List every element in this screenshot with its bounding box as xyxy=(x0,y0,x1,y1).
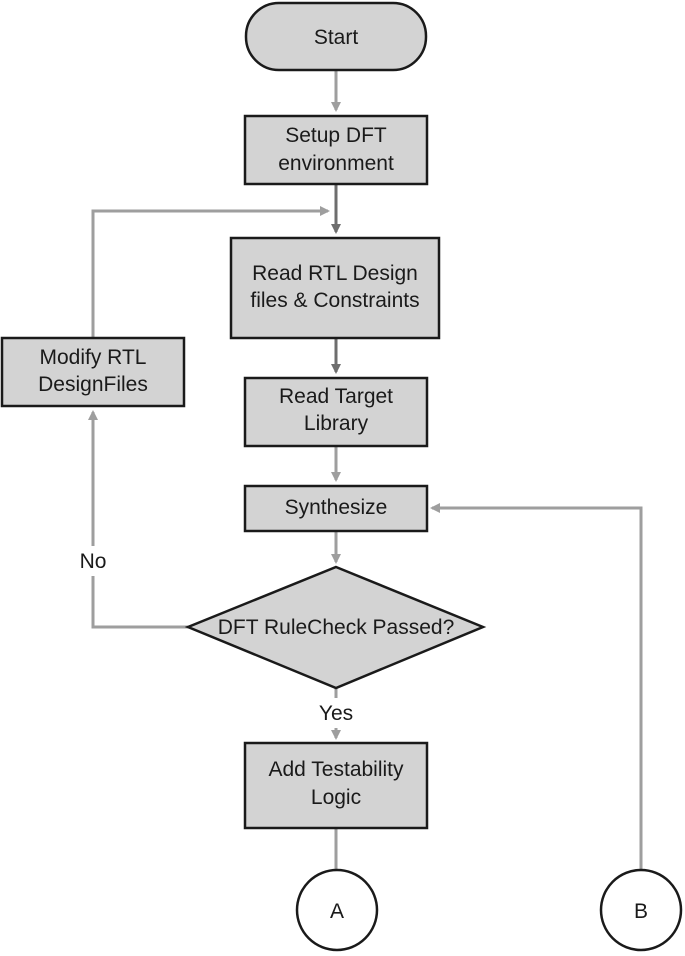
edge-decision-no-to-modify xyxy=(88,410,190,629)
setup-dft-label-line2: environment xyxy=(278,152,394,175)
read-lib-label-line2: Library xyxy=(304,412,369,435)
setup-dft-box xyxy=(243,114,429,186)
read-rtl-label-line1: Read RTL Design xyxy=(252,262,418,285)
dft-rulecheck-decision xyxy=(184,565,487,690)
connector-a xyxy=(295,868,379,952)
edge-modify-to-readrtl xyxy=(91,206,330,338)
connector-a-label: A xyxy=(330,900,344,923)
connector-b-label: B xyxy=(634,900,648,923)
add-testability-label-line2: Logic xyxy=(311,786,361,809)
modify-rtl-label-line1: Modify RTL xyxy=(40,346,147,369)
read-rtl-label-line2: files & Constraints xyxy=(250,289,419,312)
add-testability-box xyxy=(243,741,429,830)
read-lib-label-line1: Read Target xyxy=(279,385,393,408)
yes-label: Yes xyxy=(319,702,353,725)
no-label-bg xyxy=(72,546,114,576)
modify-rtl-box xyxy=(0,336,186,408)
synthesize-label: Synthesize xyxy=(285,496,388,519)
edge-b-to-synthesize xyxy=(430,503,643,870)
decision-label: DFT RuleCheck Passed? xyxy=(218,616,455,639)
modify-rtl-label-line2: DesignFiles xyxy=(38,373,148,396)
yes-label-bg xyxy=(312,698,360,728)
start-label: Start xyxy=(314,26,359,49)
synthesize-box xyxy=(243,484,429,533)
start-terminal xyxy=(244,1,428,72)
read-lib-box xyxy=(243,376,429,448)
no-label: No xyxy=(80,550,107,573)
setup-dft-label-line1: Setup DFT xyxy=(285,124,387,147)
connector-b xyxy=(599,868,683,952)
read-rtl-box xyxy=(229,236,441,340)
add-testability-label-line1: Add Testability xyxy=(268,758,404,781)
